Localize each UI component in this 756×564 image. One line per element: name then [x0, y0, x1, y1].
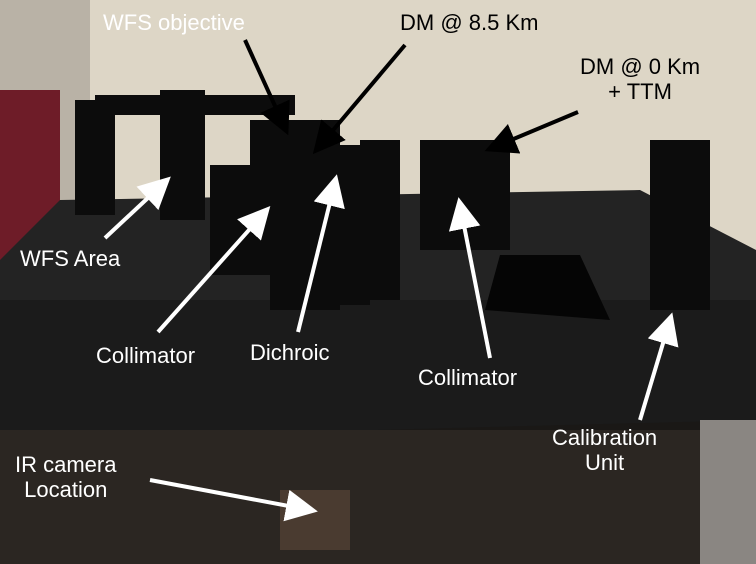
label-collimator-left: Collimator	[96, 343, 196, 368]
label-collimator-right: Collimator	[418, 365, 518, 390]
arrow-dm-85	[312, 43, 407, 155]
label-calibration-line2: Unit	[585, 450, 625, 475]
label-dm-0-line2: + TTM	[608, 79, 672, 104]
arrow-ir-camera	[149, 478, 318, 522]
arrow-wfs-objective	[243, 39, 290, 136]
arrow-wfs-area	[103, 176, 171, 240]
label-dm-0-km: DM @ 0 Km+ TTM	[580, 54, 700, 104]
label-dichroic: Dichroic	[250, 340, 330, 365]
optical-table-front	[0, 300, 756, 440]
optical-mounts	[75, 90, 710, 550]
label-wfs-objective: WFS objective	[103, 10, 245, 35]
table-hole	[485, 255, 610, 320]
arrow-dichroic	[296, 174, 345, 333]
arrow-collimator-right	[448, 197, 492, 359]
arrow-dm-0	[484, 110, 579, 154]
label-dm-8-5-km: DM @ 8.5 Km	[400, 10, 539, 35]
label-ir-line1: IR camera	[15, 452, 117, 477]
label-calibration-line1: Calibration	[552, 425, 658, 450]
floor-grate	[700, 420, 756, 564]
label-ir-line2: Location	[24, 477, 108, 502]
arrow-collimator-left	[156, 206, 271, 334]
arrow-calibration	[638, 312, 679, 421]
floor	[0, 430, 756, 564]
label-dm-0-line1: DM @ 0 Km	[580, 54, 701, 79]
label-wfs-area: WFS Area	[20, 246, 121, 271]
